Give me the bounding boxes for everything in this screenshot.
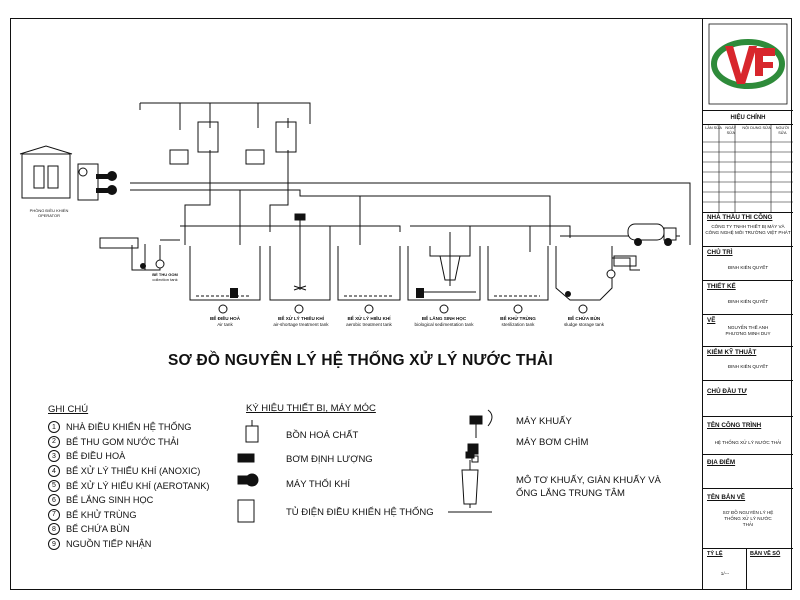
control-house-label: PHÒNG ĐIỀU KHIỂN OPERATOR bbox=[29, 208, 69, 218]
revision-header: LẦN SỬA NGÀY SỬA NỘI DUNG SỬA NGƯỜI SỬA bbox=[705, 126, 790, 135]
company-logo bbox=[708, 23, 788, 105]
diagram-title: SƠ ĐỒ NGUYÊN LÝ HỆ THỐNG XỬ LÝ NƯỚC THẢI bbox=[168, 352, 553, 369]
ty-le-value: 1/--- bbox=[720, 571, 730, 576]
cong-trinh-label: TÊN CÔNG TRÌNH bbox=[707, 422, 762, 429]
collection-tank-label: BỂ THU GOM collection tank bbox=[152, 272, 178, 282]
thiet-ke-label: THIẾT KẾ bbox=[707, 283, 736, 290]
stirrer-motor-icon-label: MÔ TƠ KHUẤY, GIÀN KHUẤY VÀ ỐNG LẮNG TRUN… bbox=[516, 475, 661, 499]
ty-le-label: TỶ LỆ bbox=[707, 551, 723, 557]
contractor-label: NHÀ THẦU THI CÔNG bbox=[707, 214, 773, 221]
chu-tri-value: ĐINH KIÊN QUYẾT bbox=[727, 265, 769, 270]
air-blower-icon-label: MÁY THỔI KHÍ bbox=[286, 479, 351, 490]
drawing-frame bbox=[10, 18, 792, 590]
ban-ve-so-label: BẢN VẼ SỐ bbox=[750, 551, 781, 557]
revision-grid bbox=[703, 124, 793, 212]
ban-ve-value: SƠ ĐỒ NGUYÊN LÝ HỆ THỐNG XỬ LÝ NƯỚC THẢI bbox=[722, 510, 774, 527]
contractor-name: CÔNG TY TNHH THIẾT BỊ MÁY VÀ CÔNG NGHỆ M… bbox=[705, 224, 791, 235]
title-block-divider bbox=[746, 548, 747, 590]
kiem-label: KIỂM KỸ THUẬT bbox=[707, 349, 757, 356]
chemical-tank-icon-label: BỒN HOÁ CHẤT bbox=[286, 430, 359, 441]
ban-ve-label: TÊN BẢN VẼ bbox=[707, 494, 746, 501]
symbols-title: KÝ HIỆU THIẾT BỊ, MÁY MÓC bbox=[246, 403, 376, 414]
dosing-pump-icon-label: BƠM ĐỊNH LƯỢNG bbox=[286, 454, 373, 465]
legend-title: GHI CHÚ bbox=[48, 404, 89, 415]
mixer-icon-label: MÁY KHUẤY bbox=[516, 416, 572, 427]
kiem-value: ĐINH KIÊN QUYẾT bbox=[727, 364, 769, 369]
ve-value: NGUYỄN THẾ ANH PHƯƠNG MINH DUY bbox=[725, 325, 771, 336]
title-block: HIỆU CHỈNH LẦN SỬA NGÀY SỬA NỘI DUNG SỬA… bbox=[702, 18, 793, 590]
cong-trinh-value: HỆ THỐNG XỬ LÝ NƯỚC THẢI bbox=[714, 440, 782, 445]
ve-label: VẼ bbox=[707, 317, 716, 324]
chu-tri-label: CHỦ TRÌ bbox=[707, 249, 733, 256]
dia-diem-label: ĐỊA ĐIỂM bbox=[707, 459, 736, 466]
thiet-ke-value: ĐINH KIÊN QUYẾT bbox=[727, 299, 769, 304]
control-panel-icon-label: TỦ ĐIỆN ĐIỀU KHIỂN HỆ THỐNG bbox=[286, 507, 434, 518]
revision-title: HIỆU CHỈNH bbox=[730, 115, 766, 121]
submersible-pump-icon-label: MÁY BƠM CHÌM bbox=[516, 437, 589, 448]
chu-dau-tu-label: CHỦ ĐẦU TƯ bbox=[707, 388, 747, 395]
